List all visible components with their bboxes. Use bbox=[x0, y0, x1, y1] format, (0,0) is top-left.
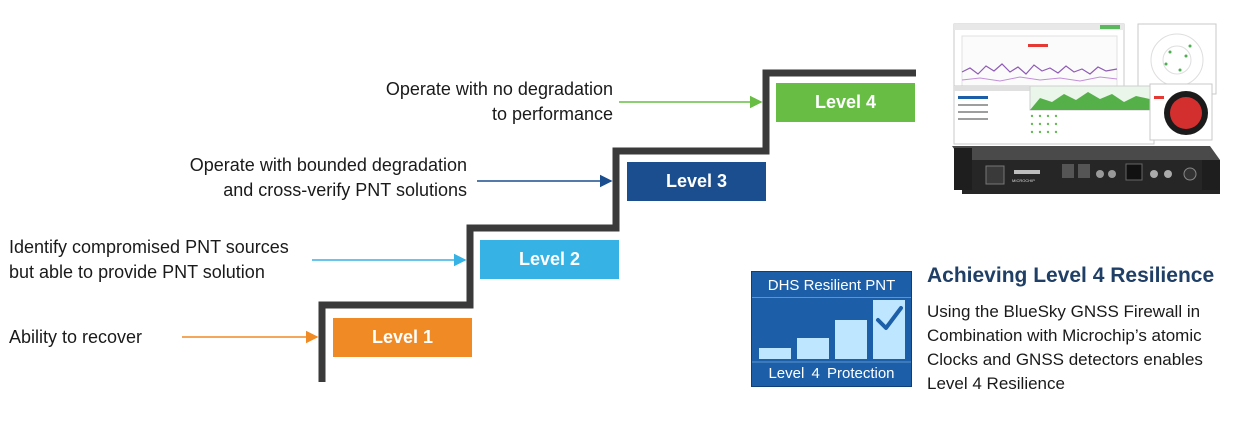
badge-title: DHS Resilient PNT bbox=[767, 277, 896, 294]
level-1-box: Level 1 bbox=[333, 318, 472, 357]
level-4-description: Operate with no degradation to performan… bbox=[385, 79, 613, 124]
resilience-heading: Achieving Level 4 Resilience bbox=[927, 264, 1215, 287]
checkmark-icon bbox=[876, 306, 903, 330]
brand-label: MICROCHIP bbox=[1012, 178, 1035, 183]
level-3-box: Level 3 bbox=[627, 162, 766, 201]
stair-outline bbox=[318, 69, 916, 382]
level-2-description: Identify compromised PNT sources but abl… bbox=[9, 237, 289, 282]
badge-divider bbox=[752, 297, 911, 298]
product-collage-image: MICROCHIP bbox=[952, 23, 1220, 194]
badge-bars bbox=[752, 300, 911, 363]
level-2-box: Level 2 bbox=[480, 240, 619, 279]
resilience-body: Using the BlueSky GNSS Firewall in Combi… bbox=[927, 302, 1203, 393]
level-4-box: Level 4 bbox=[776, 83, 915, 122]
badge-footer: Level 4 Protection bbox=[768, 365, 895, 382]
level-1-description: Ability to recover bbox=[9, 327, 143, 347]
dhs-badge: DHS Resilient PNT Level 4 Protection bbox=[751, 271, 912, 387]
level-3-description: Operate with bounded degradation and cro… bbox=[189, 155, 467, 200]
